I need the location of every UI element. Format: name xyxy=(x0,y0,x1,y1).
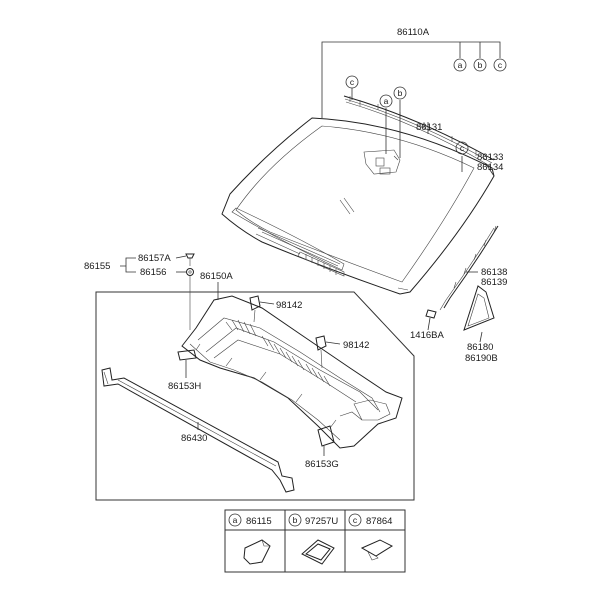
callout-b-top: b xyxy=(473,58,487,72)
label-1416BA: 1416BA xyxy=(410,330,444,341)
label-86134: 86134 xyxy=(477,162,503,173)
svg-text:c: c xyxy=(353,515,358,525)
label-86133: 86133 xyxy=(477,152,503,163)
nut-86156[interactable] xyxy=(186,268,194,331)
label-86157A: 86157A xyxy=(138,253,171,264)
top-molding[interactable] xyxy=(343,95,495,167)
legend-cell-a: a 86115 xyxy=(228,513,272,527)
legend-part-a-icon xyxy=(243,539,271,565)
callout-b-mirror: b xyxy=(393,86,407,100)
callout-a-top: a xyxy=(453,58,467,72)
label-86180: 86180 xyxy=(467,342,493,353)
cowl-panel[interactable] xyxy=(181,295,403,449)
callout-c-top: c xyxy=(493,58,507,72)
part-labels: 86110A 86131 86133 86134 86138 86139 141… xyxy=(84,27,507,470)
label-86156: 86156 xyxy=(140,267,166,278)
legend-cell-b: b 97257U xyxy=(288,513,338,527)
legend-table: a 86115 b 97257U c 87864 xyxy=(224,509,406,573)
label-86110A: 86110A xyxy=(397,27,430,38)
svg-text:a: a xyxy=(384,96,389,106)
fastener-top[interactable] xyxy=(249,295,261,323)
seal-86153G[interactable] xyxy=(317,425,335,447)
label-86139: 86139 xyxy=(481,277,507,288)
svg-text:c: c xyxy=(460,143,465,153)
clip-part[interactable] xyxy=(425,309,437,319)
svg-text:c: c xyxy=(350,77,355,87)
callout-a-mirror: a xyxy=(379,94,393,108)
legend-cell-c: c 87864 xyxy=(348,513,392,527)
svg-text:b: b xyxy=(398,88,403,98)
callout-c-right: c xyxy=(455,141,469,155)
label-86150A: 86150A xyxy=(200,271,233,282)
label-86155: 86155 xyxy=(84,261,110,272)
cowl-group-frame xyxy=(95,291,415,501)
svg-text:b: b xyxy=(478,60,483,70)
legend-part-c-icon xyxy=(360,539,394,561)
label-86430: 86430 xyxy=(181,433,207,444)
label-86190B: 86190B xyxy=(465,353,498,364)
svg-text:87864: 87864 xyxy=(366,516,392,527)
leader-lines xyxy=(120,41,501,456)
fastener-mid[interactable] xyxy=(315,335,327,369)
seal-86153H[interactable] xyxy=(177,349,197,361)
label-86153G: 86153G xyxy=(305,459,339,470)
svg-text:b: b xyxy=(293,515,298,525)
label-98142-mid: 98142 xyxy=(343,340,369,351)
garnish-triangle[interactable] xyxy=(463,285,495,331)
svg-text:86115: 86115 xyxy=(246,516,272,527)
label-86153H: 86153H xyxy=(168,381,201,392)
side-molding[interactable] xyxy=(439,225,499,311)
svg-text:c: c xyxy=(498,60,503,70)
svg-text:a: a xyxy=(458,60,463,70)
windshield-glass[interactable] xyxy=(221,117,495,295)
label-86138: 86138 xyxy=(481,267,507,278)
callout-c-left: c xyxy=(345,75,359,89)
legend-part-b-icon xyxy=(301,539,335,565)
weatherstrip-86430[interactable] xyxy=(101,367,295,493)
bolt-86157A[interactable] xyxy=(185,253,195,266)
label-98142-top: 98142 xyxy=(276,300,302,311)
letter-callouts: a b c c a b c xyxy=(345,58,507,155)
svg-text:97257U: 97257U xyxy=(305,516,338,527)
svg-text:a: a xyxy=(233,515,238,525)
label-86131: 86131 xyxy=(416,122,442,133)
